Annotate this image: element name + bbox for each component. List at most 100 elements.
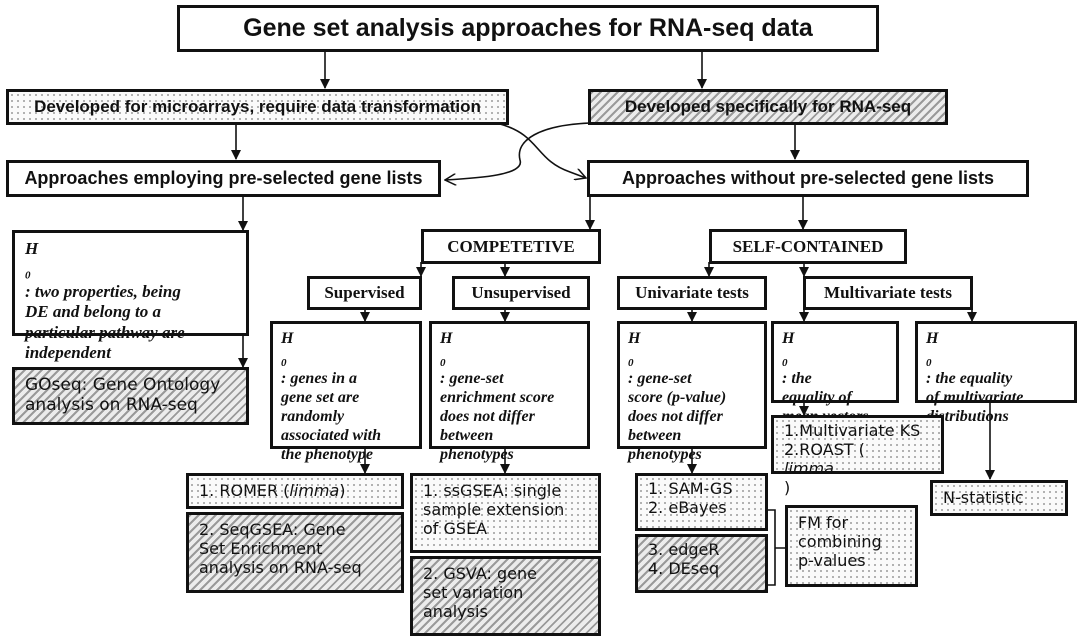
node-romer: 1. ROMER (limma) xyxy=(186,473,404,509)
method-line: set variation xyxy=(423,582,524,602)
node-mean-vectors-hypothesis: H0: the equality of mean vectors xyxy=(771,321,899,425)
node-multivariate: Multivariate tests xyxy=(803,276,973,310)
method-line: 2. GSVA: gene xyxy=(423,564,537,583)
hypothesis-line: phenotypes xyxy=(440,445,514,463)
node-gsva: 2. GSVA: gene set variation analysis xyxy=(410,556,601,636)
node-fm-combining: FM for combining p-values xyxy=(785,505,918,587)
method-line: p-values xyxy=(798,550,866,570)
node-rnaseq: Developed specifically for RNA-seq xyxy=(588,89,948,125)
node-multivariate-methods: 1.Multivariate KS 2.ROAST (limma) xyxy=(771,415,944,497)
method-line: 2. SeqGSEA: Gene xyxy=(199,520,346,539)
node-univariate-hypothesis: H 0: gene-set score (p-value) does not di… xyxy=(617,321,767,463)
hypothesis-line: between xyxy=(440,426,494,444)
bracket-fm xyxy=(767,509,785,586)
hypothesis-line: : two properties, being xyxy=(25,282,181,302)
h0-symbol: H xyxy=(628,330,641,347)
node-supervised-hypothesis: H 0: genes in a gene set are randomly ass… xyxy=(270,321,422,463)
node-multivariate-label: Multivariate tests xyxy=(824,283,952,302)
diagram-title: Gene set analysis approaches for RNA-seq… xyxy=(177,5,879,52)
node-seqgsea: 2. SeqGSEA: Gene Set Enrichment analysis… xyxy=(186,512,404,593)
node-competitive: COMPETETIVE xyxy=(421,229,601,264)
hypothesis-line: distributions xyxy=(926,407,1009,425)
method-line: combining xyxy=(798,531,882,551)
node-unsupervised-hypothesis: H 0: gene-set enrichment score does not d… xyxy=(429,321,590,463)
node-unsupervised-label: Unsupervised xyxy=(471,283,571,302)
hypothesis-line: DE and belong to a xyxy=(25,302,162,322)
hypothesis-line: : the equality xyxy=(926,370,1013,388)
node-univariate-methods-b: 3. edgeR 4. DEseq xyxy=(635,534,768,593)
h0-subscript: 0 xyxy=(25,269,31,282)
method-line: of GSEA xyxy=(423,518,488,538)
method-line: analysis xyxy=(423,601,488,621)
node-n-statistic: N-statistic xyxy=(930,480,1068,516)
hypothesis-line: gene set are xyxy=(281,388,360,406)
method-line: Set Enrichment xyxy=(199,538,323,558)
hypothesis-line: : gene-set xyxy=(628,370,692,388)
node-supervised-label: Supervised xyxy=(324,283,405,302)
node-microarrays: Developed for microarrays, require data … xyxy=(6,89,509,125)
method-line: 1. SAM-GS xyxy=(648,479,733,498)
hypothesis-line: associated with xyxy=(281,426,382,444)
hypothesis-line: of multivariate xyxy=(926,388,1024,406)
method-text: 1. ROMER ( xyxy=(199,481,290,500)
curve-microarrays-to-without xyxy=(499,123,586,178)
method-line: 1.Multivariate KS xyxy=(784,421,921,440)
method-line: 1. ssGSEA: single xyxy=(423,481,562,500)
hypothesis-line: randomly xyxy=(281,407,345,425)
method-line: GOseq: Gene Ontology xyxy=(25,375,221,395)
h0-subscript: 0 xyxy=(628,357,634,370)
h0-subscript: 0 xyxy=(440,357,446,370)
method-text: ) xyxy=(339,481,346,500)
hypothesis-line: does not differ xyxy=(628,407,723,425)
h0-symbol: H xyxy=(440,330,453,347)
node-self-contained-label: SELF-CONTAINED xyxy=(732,236,884,256)
hypothesis-line: score (p-value) xyxy=(628,388,727,406)
node-preselected-label: Approaches employing pre-selected gene l… xyxy=(24,168,423,188)
hypothesis-line: : gene-set xyxy=(440,370,504,388)
hypothesis-line: between xyxy=(628,426,682,444)
node-without-preselected: Approaches without pre-selected gene lis… xyxy=(587,160,1029,197)
node-univariate-methods-a: 1. SAM-GS 2. eBayes xyxy=(635,473,768,531)
method-text-italic: limma xyxy=(289,481,340,500)
h0-subscript: 0 xyxy=(782,357,788,370)
h0-symbol: H xyxy=(25,239,39,258)
node-distributions-hypothesis: H 0: the equality of multivariate distrib… xyxy=(915,321,1077,425)
hypothesis-line: independent xyxy=(25,342,111,362)
method-line: FM for xyxy=(798,513,849,532)
method-line: sample extension xyxy=(423,499,565,519)
title-text: Gene set analysis approaches for RNA-seq… xyxy=(243,14,813,42)
curve-rnaseq-to-preselected xyxy=(445,122,591,180)
method-text-italic: limma xyxy=(784,458,834,478)
hypothesis-line: particular pathway are xyxy=(25,322,185,342)
method-line: analysis on RNA-seq xyxy=(199,557,362,577)
method-line: 3. edgeR xyxy=(648,540,720,559)
node-competitive-label: COMPETETIVE xyxy=(447,236,575,256)
node-microarrays-label: Developed for microarrays, require data … xyxy=(34,97,481,116)
hypothesis-line: phenotypes xyxy=(628,445,702,463)
hypothesis-line: : genes in a xyxy=(281,370,357,388)
node-supervised: Supervised xyxy=(307,276,422,310)
node-self-contained: SELF-CONTAINED xyxy=(709,229,907,264)
node-univariate: Univariate tests xyxy=(617,276,767,310)
h0-subscript: 0 xyxy=(281,357,287,370)
method-line: 2. eBayes xyxy=(648,497,727,517)
hypothesis-line: equality of xyxy=(782,388,852,406)
node-unsupervised: Unsupervised xyxy=(452,276,590,310)
h0-subscript: 0 xyxy=(926,357,932,370)
h0-symbol: H xyxy=(782,330,795,347)
hypothesis-line: the phenotype xyxy=(281,445,373,463)
method-text: N-statistic xyxy=(943,488,1024,507)
method-text: 2.ROAST ( xyxy=(784,439,865,459)
node-univariate-label: Univariate tests xyxy=(635,283,749,302)
node-preselected: Approaches employing pre-selected gene l… xyxy=(6,160,441,197)
method-line: 4. DEseq xyxy=(648,558,720,578)
h0-symbol: H xyxy=(926,330,939,347)
hypothesis-line: enrichment score xyxy=(440,388,555,406)
node-preselected-hypothesis: H 0: two properties, being DE and belong … xyxy=(12,230,249,362)
node-rnaseq-label: Developed specifically for RNA-seq xyxy=(624,97,912,116)
h0-symbol: H xyxy=(281,330,294,347)
node-goseq: GOseq: Gene Ontology analysis on RNA-seq xyxy=(12,367,249,425)
method-text: ) xyxy=(784,477,791,497)
node-without-preselected-label: Approaches without pre-selected gene lis… xyxy=(621,168,995,188)
hypothesis-line: does not differ xyxy=(440,407,535,425)
